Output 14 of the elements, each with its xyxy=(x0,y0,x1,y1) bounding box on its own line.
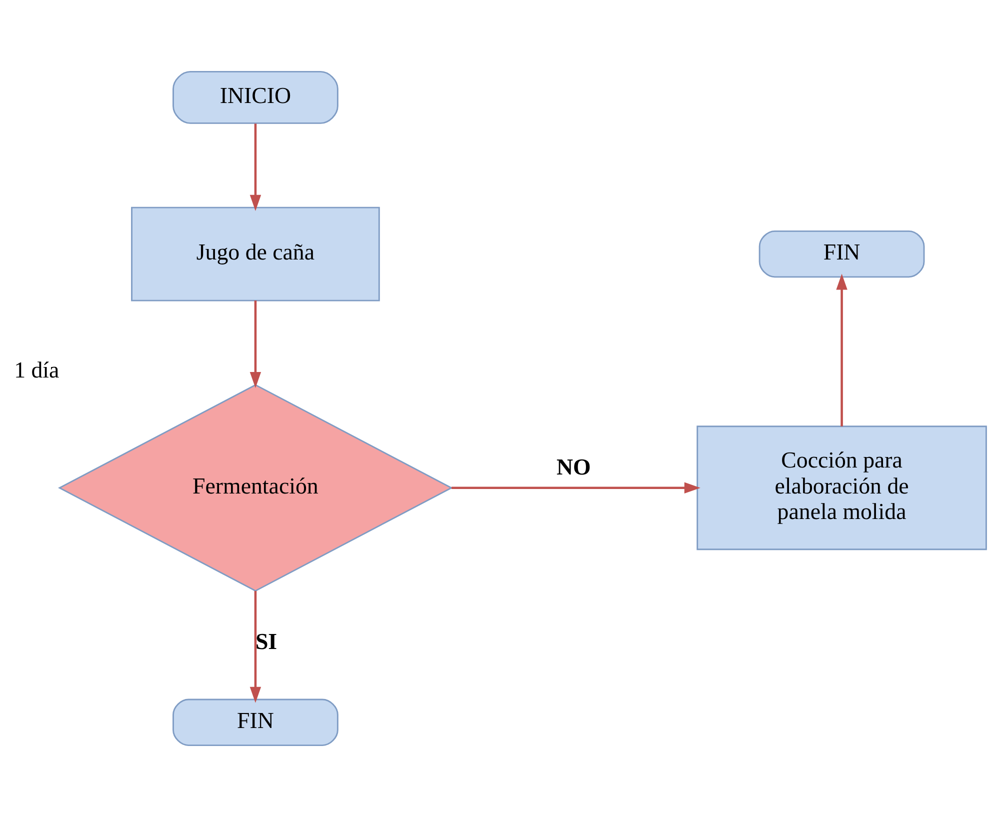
node-box: FIN xyxy=(758,230,925,278)
edge-label: SI xyxy=(255,629,278,654)
node-box: Cocción para elaboración de panela molida xyxy=(696,426,987,550)
node-diamond: Fermentación xyxy=(58,384,453,592)
node-label: 1 día xyxy=(14,357,60,382)
arrow xyxy=(452,482,700,494)
arrow xyxy=(250,590,262,703)
arrow xyxy=(250,300,262,388)
node-box: INICIO xyxy=(172,71,338,124)
node-box: Jugo de caña xyxy=(131,206,380,302)
arrow xyxy=(250,124,262,211)
arrow xyxy=(836,274,848,426)
node-box: FIN xyxy=(172,698,338,746)
edge-label: NO xyxy=(556,454,591,480)
